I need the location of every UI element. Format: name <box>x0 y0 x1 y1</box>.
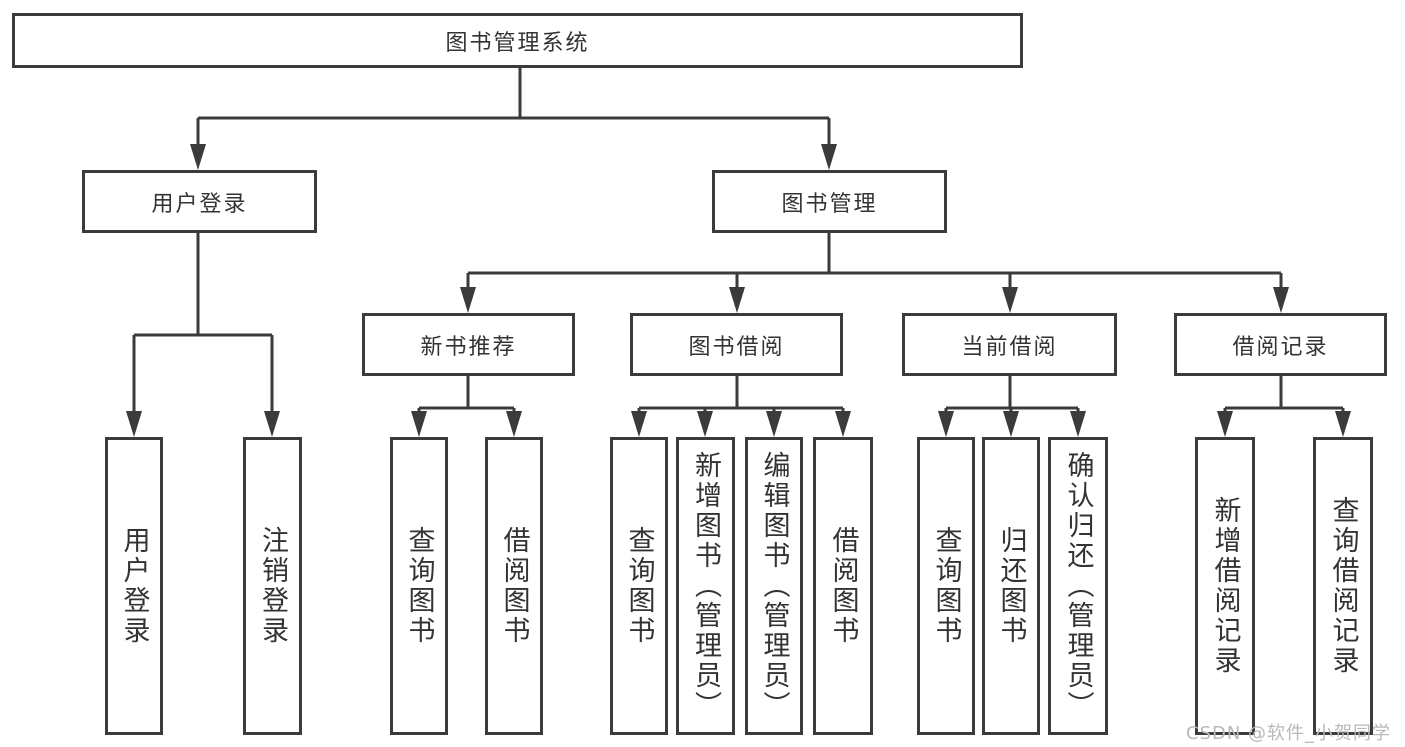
node-new-book-recommend: 新书推荐 <box>362 313 575 376</box>
leaf-borrow-books-label: 借阅图书 <box>827 526 859 646</box>
node-root-label: 图书管理系统 <box>445 30 590 56</box>
leaf-recommend-query-books-label: 查询图书 <box>403 526 435 646</box>
leaf-recommend-borrow-books: 借阅图书 <box>485 437 543 735</box>
node-book-management-group-label: 图书管理 <box>781 191 878 217</box>
leaf-borrow-query-books: 查询图书 <box>610 437 668 735</box>
arrowheads <box>126 144 1351 437</box>
leaf-logout: 注销登录 <box>243 437 302 735</box>
node-user-login-group-label: 用户登录 <box>151 191 248 217</box>
leaf-user-login-label: 用户登录 <box>118 526 150 646</box>
leaf-return-books-label: 归还图书 <box>995 526 1027 646</box>
node-new-book-recommend-label: 新书推荐 <box>420 334 517 360</box>
node-book-borrow: 图书借阅 <box>630 313 843 376</box>
leaf-add-books-admin: 新增图书（管理员） <box>676 437 735 735</box>
leaf-user-login: 用户登录 <box>105 437 163 735</box>
node-current-borrow: 当前借阅 <box>902 313 1117 376</box>
csdn-watermark: CSDN @软件_小贺同学 <box>1186 723 1392 744</box>
leaf-recommend-query-books: 查询图书 <box>390 437 448 735</box>
leaf-current-query-books-label: 查询图书 <box>930 526 962 646</box>
node-borrow-records-label: 借阅记录 <box>1232 334 1329 360</box>
node-borrow-records: 借阅记录 <box>1174 313 1387 376</box>
leaf-add-books-admin-label: 新增图书（管理员） <box>690 451 721 721</box>
leaf-recommend-borrow-books-label: 借阅图书 <box>498 526 530 646</box>
leaf-current-query-books: 查询图书 <box>917 437 975 735</box>
leaf-add-borrow-record: 新增借阅记录 <box>1195 437 1255 735</box>
leaf-borrow-query-books-label: 查询图书 <box>623 526 655 646</box>
leaf-borrow-books: 借阅图书 <box>813 437 873 735</box>
node-current-borrow-label: 当前借阅 <box>961 334 1058 360</box>
leaf-edit-books-admin-label: 编辑图书（管理员） <box>758 451 790 721</box>
leaf-confirm-return-admin-label: 确认归还（管理员） <box>1062 451 1094 721</box>
node-book-management-group: 图书管理 <box>712 170 947 233</box>
leaf-add-borrow-record-label: 新增借阅记录 <box>1209 496 1241 676</box>
node-user-login-group: 用户登录 <box>82 170 317 233</box>
leaf-query-borrow-record: 查询借阅记录 <box>1313 437 1373 735</box>
leaf-edit-books-admin: 编辑图书（管理员） <box>745 437 803 735</box>
leaf-logout-label: 注销登录 <box>257 526 288 646</box>
leaf-query-borrow-record-label: 查询借阅记录 <box>1327 496 1359 676</box>
node-root: 图书管理系统 <box>12 13 1023 68</box>
leaf-return-books: 归还图书 <box>982 437 1040 735</box>
leaf-confirm-return-admin: 确认归还（管理员） <box>1048 437 1108 735</box>
node-book-borrow-label: 图书借阅 <box>688 334 785 360</box>
